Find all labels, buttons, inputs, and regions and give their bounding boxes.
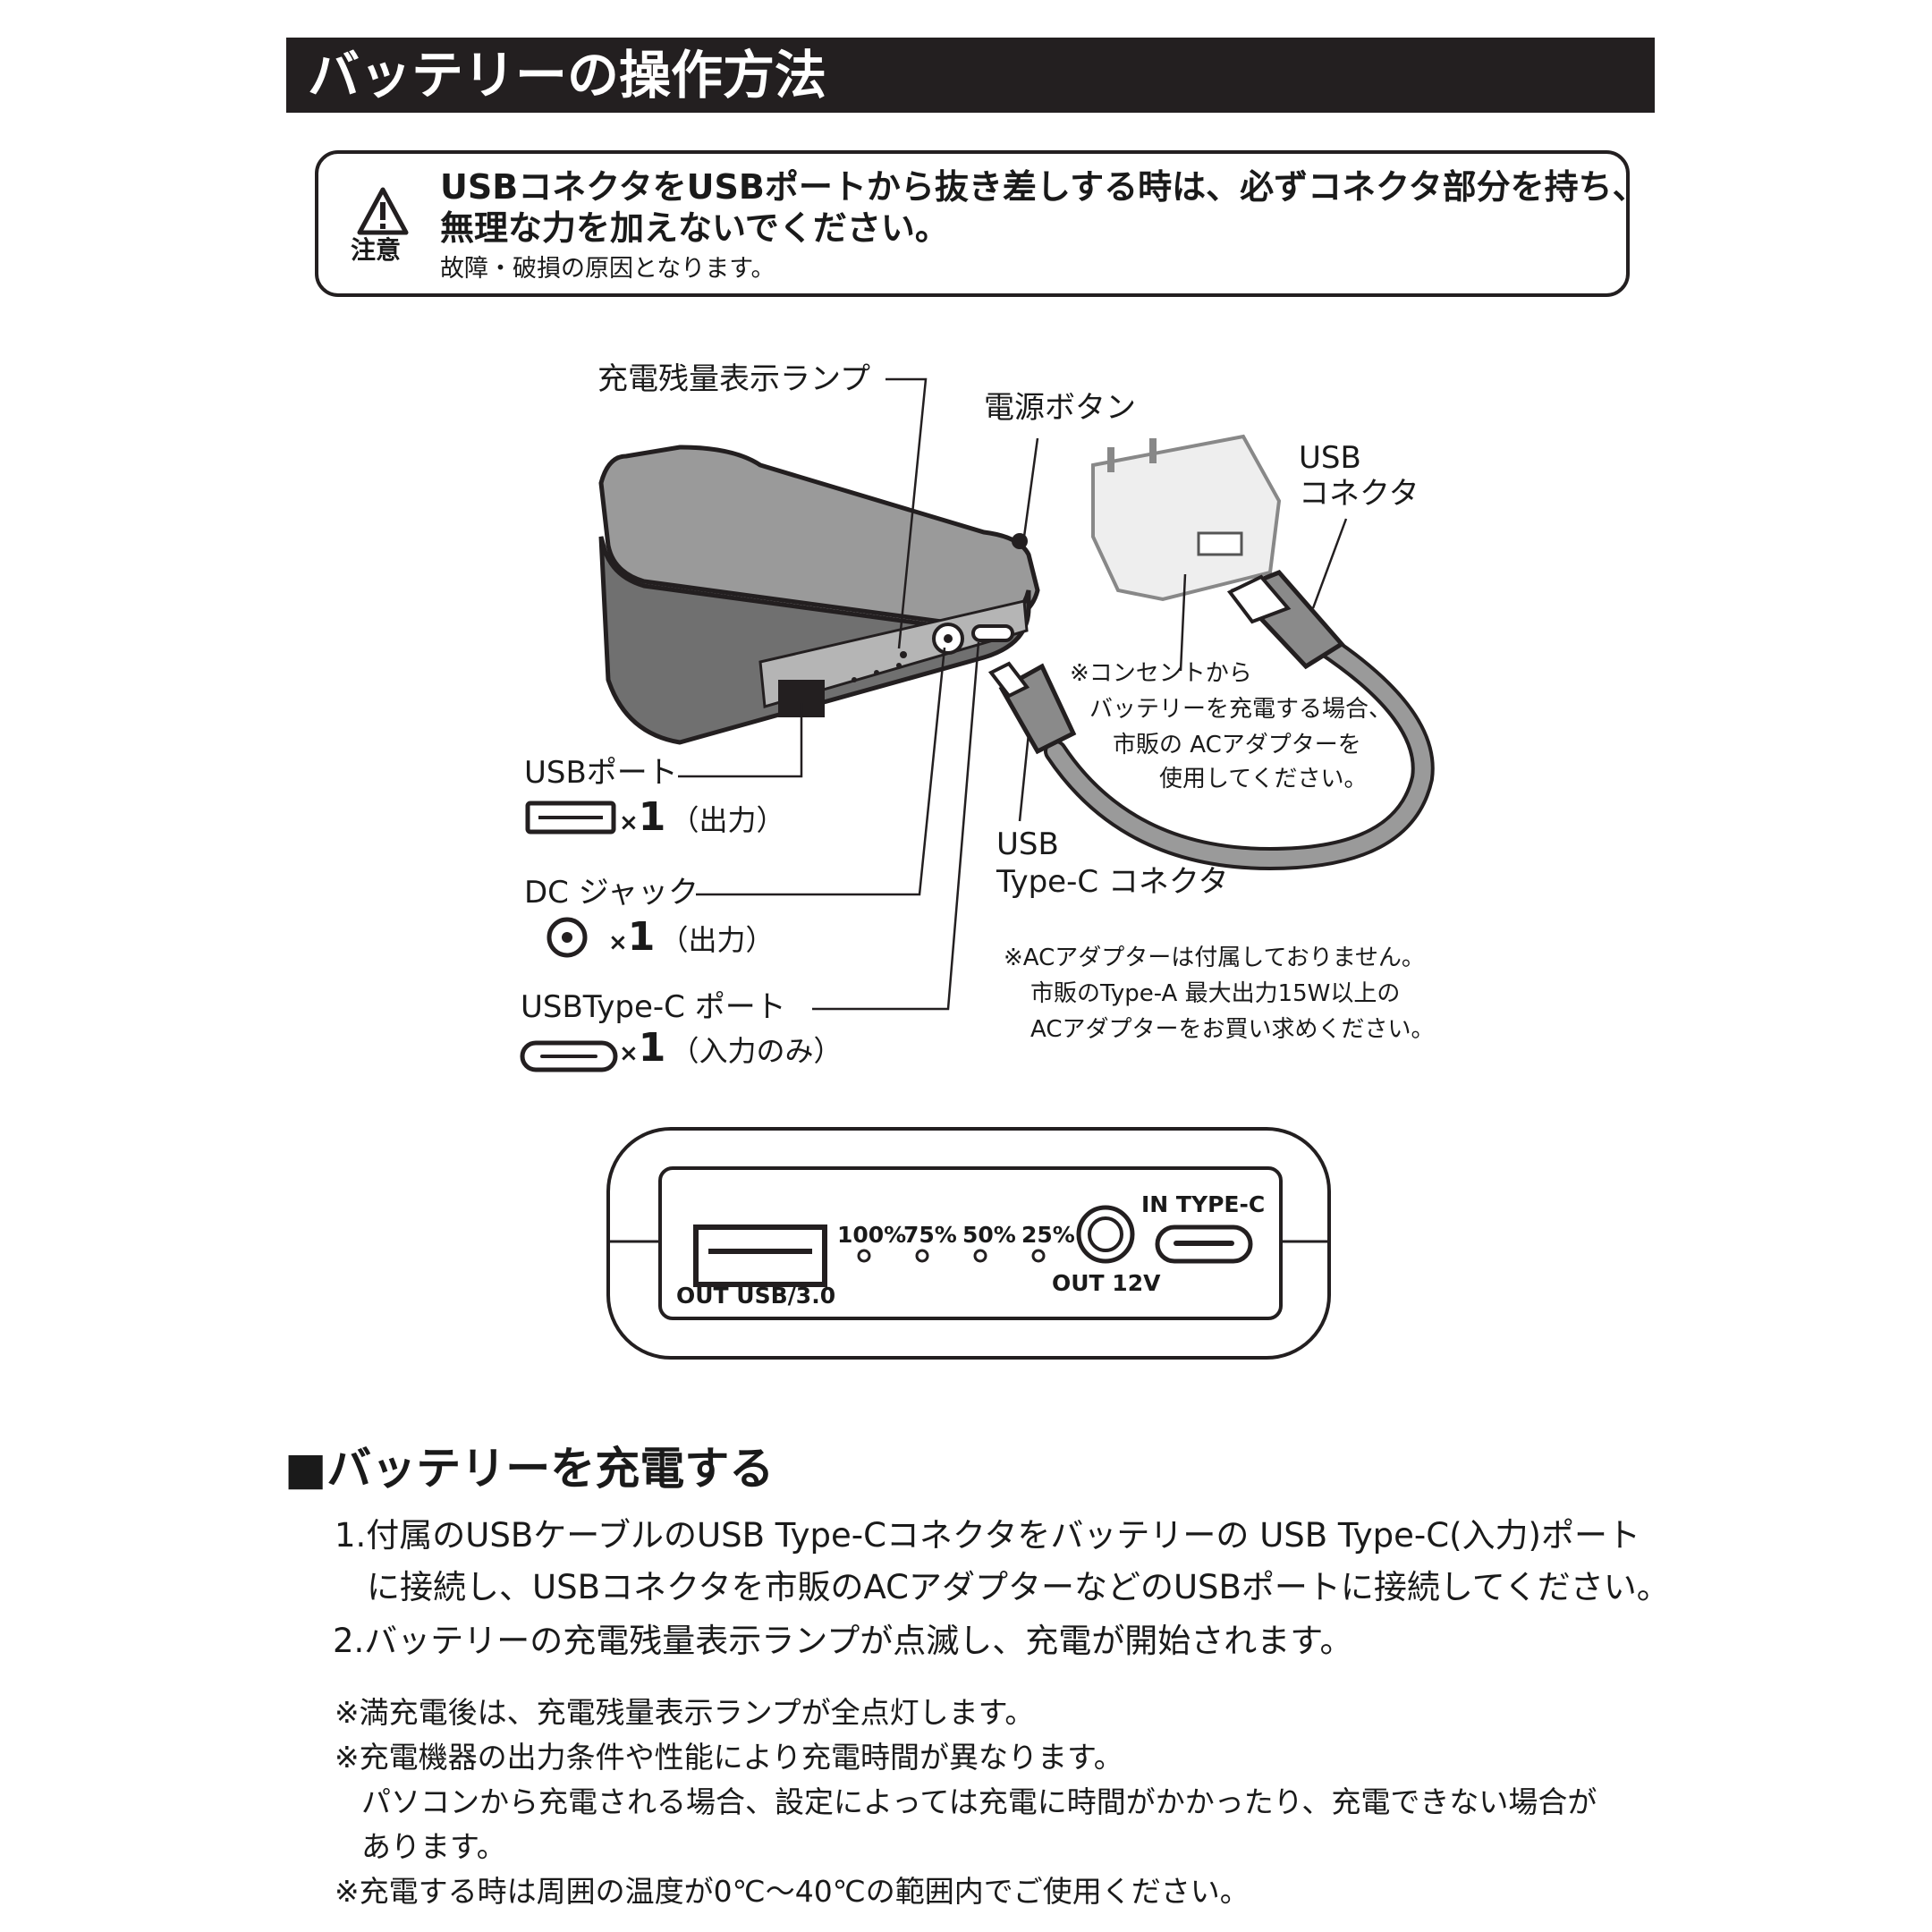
label-usb-connector-2: コネクタ bbox=[1299, 476, 1419, 512]
typec-plug bbox=[987, 661, 1030, 699]
leader-power-button bbox=[1022, 437, 1039, 538]
label-typec-port: USBType-C ポート bbox=[521, 989, 786, 1025]
leader-typec-connector bbox=[1018, 733, 1030, 822]
lamp-dot bbox=[852, 677, 857, 682]
note-1: ※満充電後は、充電残量表示ランプが全点灯します。 bbox=[335, 1695, 1035, 1730]
panel-dc-jack-icon bbox=[1076, 1205, 1135, 1264]
panel-label-25: 25% bbox=[1021, 1222, 1075, 1248]
panel-inner bbox=[658, 1166, 1283, 1320]
battery-front-face bbox=[758, 599, 1029, 708]
panel-label-in-typec: IN TYPE-C bbox=[1141, 1191, 1266, 1217]
outlet-note-line4: 使用してください。 bbox=[1159, 766, 1368, 792]
step-1-line2: に接続し、USBコネクタを市販のACアダプターなどのUSBポートに接続してくださ… bbox=[367, 1568, 1670, 1606]
caution-text-line2: 無理な力を加えないでください。 bbox=[440, 208, 949, 248]
lamp-100 bbox=[857, 1249, 871, 1263]
adapter-prong bbox=[1107, 447, 1114, 472]
power-button-shape bbox=[1012, 533, 1028, 549]
lamp-75 bbox=[915, 1249, 929, 1263]
note-2: ※充電機器の出力条件や性能により充電時間が異なります。 bbox=[335, 1740, 1123, 1775]
leader-usb-port bbox=[678, 703, 803, 778]
lamp-25 bbox=[1031, 1249, 1046, 1263]
panel-label-100: 100% bbox=[837, 1222, 907, 1248]
caution-text-line1: USBコネクタをUSBポートから抜き差しする時は、必ずコネクタ部分を持ち、 bbox=[440, 167, 1647, 207]
usb-port-icon bbox=[525, 801, 616, 835]
caution-label: 注意 bbox=[351, 235, 402, 265]
lamp-dot bbox=[900, 651, 907, 658]
leader-usb-connector bbox=[1311, 518, 1348, 609]
note-3: ※充電する時は周囲の温度が0℃～40℃の範囲内でご使用ください。 bbox=[335, 1874, 1250, 1909]
caution-box: 注意 USBコネクタをUSBポートから抜き差しする時は、必ずコネクタ部分を持ち、… bbox=[315, 150, 1647, 297]
panel-label-out-12v: OUT 12V bbox=[1052, 1270, 1161, 1296]
dc-jack-icon bbox=[547, 917, 588, 958]
dc-jack-count: ×1 （出力） bbox=[608, 914, 775, 960]
typec-port-count: ×1 （入力のみ） bbox=[619, 1025, 843, 1071]
label-usb-port: USBポート bbox=[524, 755, 678, 791]
label-power-button: 電源ボタン bbox=[984, 390, 1136, 426]
battery-side bbox=[598, 536, 1031, 745]
section-title-charging: ■バッテリーを充電する bbox=[284, 1443, 775, 1495]
outlet-note-line2: バッテリーを充電する場合、 bbox=[1089, 696, 1393, 723]
leader-typec-port bbox=[812, 641, 980, 1011]
lamp-50 bbox=[973, 1249, 987, 1263]
adapter-note-line1: ※ACアダプターは付属しておりません。 bbox=[1004, 945, 1425, 971]
title-bar: バッテリーの操作方法 bbox=[286, 38, 1655, 113]
leader-dc-jack bbox=[696, 647, 946, 896]
adapter-usb-port bbox=[1197, 531, 1243, 556]
lamp-dot bbox=[874, 670, 879, 675]
caution-subtext: 故障・破損の原因となります。 bbox=[440, 255, 775, 283]
page-title: バッテリーの操作方法 bbox=[308, 45, 827, 106]
label-charge-lamp: 充電残量表示ランプ bbox=[597, 361, 870, 397]
typec-port-shape bbox=[971, 624, 1014, 642]
adapter-prong bbox=[1149, 438, 1157, 463]
panel-usb-port-icon bbox=[693, 1224, 827, 1287]
ac-adapter bbox=[1091, 434, 1282, 602]
outlet-note-line3: 市販の ACアダプターを bbox=[1113, 732, 1361, 758]
label-typec-connector-2: Type-C コネクタ bbox=[996, 864, 1229, 900]
usb-port-count: ×1 （出力） bbox=[619, 794, 785, 840]
leader-adapter bbox=[1179, 573, 1187, 672]
lamp-dot bbox=[896, 663, 902, 668]
note-2-cont2: あります。 bbox=[361, 1829, 506, 1864]
adapter-note-line3: ACアダプターをお買い求めください。 bbox=[1030, 1016, 1435, 1043]
usb-a-plug bbox=[1226, 574, 1292, 624]
panel-label-out-usb: OUT USB/3.0 bbox=[676, 1283, 836, 1309]
typec-port-icon bbox=[520, 1040, 618, 1072]
outlet-note-line1: ※コンセントから bbox=[1070, 660, 1252, 687]
leader-charge-lamp bbox=[886, 377, 928, 649]
step-1-line1: 1.付属のUSBケーブルのUSB Type-Cコネクタをバッテリーの USB T… bbox=[335, 1516, 1640, 1555]
panel-label-75: 75% bbox=[903, 1222, 957, 1248]
cable bbox=[1047, 636, 1431, 868]
label-typec-connector-1: USB bbox=[996, 826, 1059, 862]
adapter-note-line2: 市販のType-A 最大出力15W以上の bbox=[1030, 980, 1401, 1007]
panel-typec-port-icon bbox=[1155, 1224, 1253, 1264]
note-2-cont1: パソコンから充電される場合、設定によっては充電に時間がかかったり、充電できない場… bbox=[361, 1784, 1597, 1819]
label-dc-jack: DC ジャック bbox=[524, 875, 699, 911]
dc-jack-center bbox=[944, 634, 953, 643]
step-2: 2.バッテリーの充電残量表示ランプが点滅し、充電が開始されます。 bbox=[333, 1622, 1353, 1660]
warning-icon bbox=[357, 187, 409, 235]
panel-label-50: 50% bbox=[962, 1222, 1016, 1248]
label-usb-connector-1: USB bbox=[1299, 440, 1361, 476]
